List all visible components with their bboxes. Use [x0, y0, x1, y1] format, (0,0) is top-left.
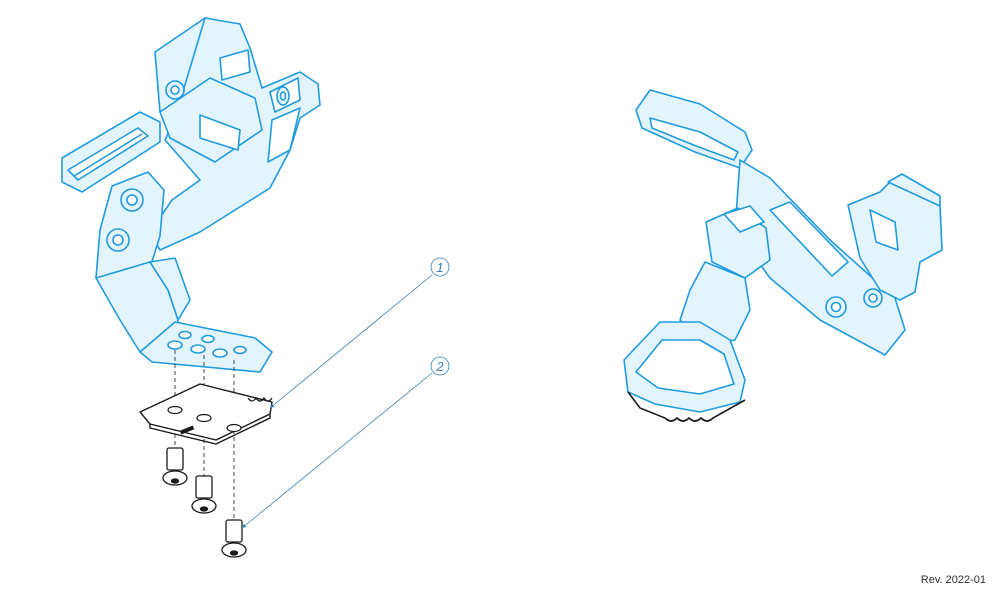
bracket-arm-pad — [61, 111, 161, 193]
revision-label: Rev. 2022-01 — [920, 574, 986, 586]
callout-1: 1 — [269, 257, 450, 409]
assembled-foot-tread — [627, 391, 746, 422]
bolt-1 — [162, 447, 188, 486]
callout-2: 2 — [241, 356, 450, 529]
assembled-hex-screw — [825, 296, 847, 318]
assembled-hinge-block — [705, 205, 771, 279]
callout-2-number: 2 — [435, 359, 444, 374]
bracket-foot-base — [139, 321, 273, 373]
assembled-clamp — [847, 173, 943, 301]
bolt-3 — [221, 519, 247, 558]
hex-screw-top — [165, 80, 185, 100]
assembled-round-screw — [863, 288, 883, 308]
bracket-leg — [95, 257, 191, 353]
assembled-top-pad — [635, 89, 753, 169]
bolt-2 — [191, 475, 217, 514]
bracket-main-body — [149, 17, 321, 251]
callout-1-number: 1 — [436, 260, 443, 275]
assembled-foot — [623, 321, 746, 413]
left-bracket-assembly — [61, 17, 321, 373]
hex-screw-right — [276, 86, 290, 106]
right-assembled-view — [623, 89, 943, 413]
assembled-main-arm — [734, 159, 906, 356]
mounting-plate — [139, 383, 273, 445]
